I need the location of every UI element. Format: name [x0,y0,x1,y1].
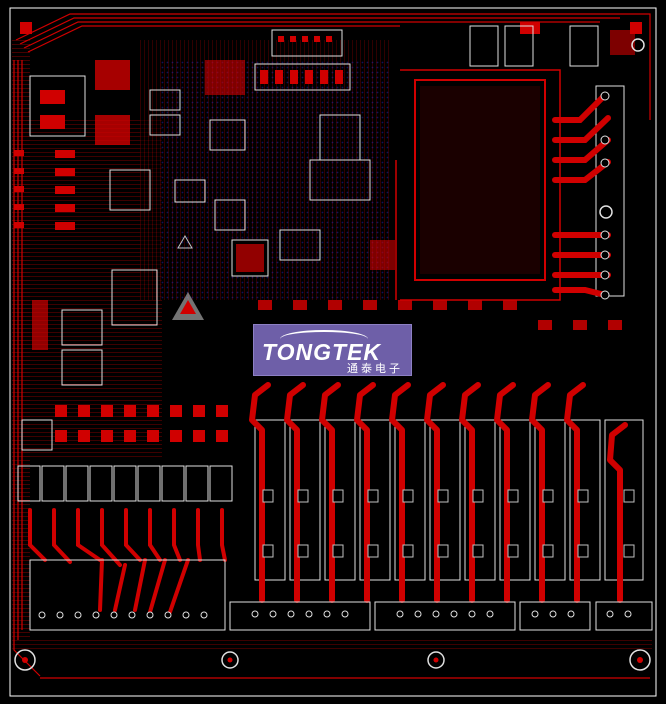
left-small-parts [14,150,75,230]
warning-triangle-icon [172,292,204,320]
board-outline [9,7,657,697]
warning-triangle-icon [177,235,193,249]
mounting-hole-icon [599,205,613,219]
power-section [29,60,246,211]
bottom-connector-pins [251,610,632,618]
bottom-edge-bus [12,640,652,650]
brand-name: TONGTEK [262,339,382,365]
mounting-hole-icon [14,649,36,671]
brand-subtitle: 通泰电子 [347,362,403,375]
top-connectors [20,22,645,91]
logo-arc [280,330,368,348]
top-header-pins [260,36,343,84]
mounting-hole-icon [221,651,239,669]
driver-section [21,269,158,451]
mcu-chip [214,114,395,277]
right-terminal-block [552,85,625,300]
transformer-block [395,69,561,301]
bottom-connectors [229,601,653,631]
brand-logo: TONGTEK 通泰电子 [253,324,412,376]
input-channels [17,405,233,631]
mounting-hole-icon [629,649,651,671]
left-edge-bus [12,40,30,640]
mounting-hole-icon [427,651,445,669]
left-routing-area [12,120,162,460]
relay-channels [249,300,644,603]
